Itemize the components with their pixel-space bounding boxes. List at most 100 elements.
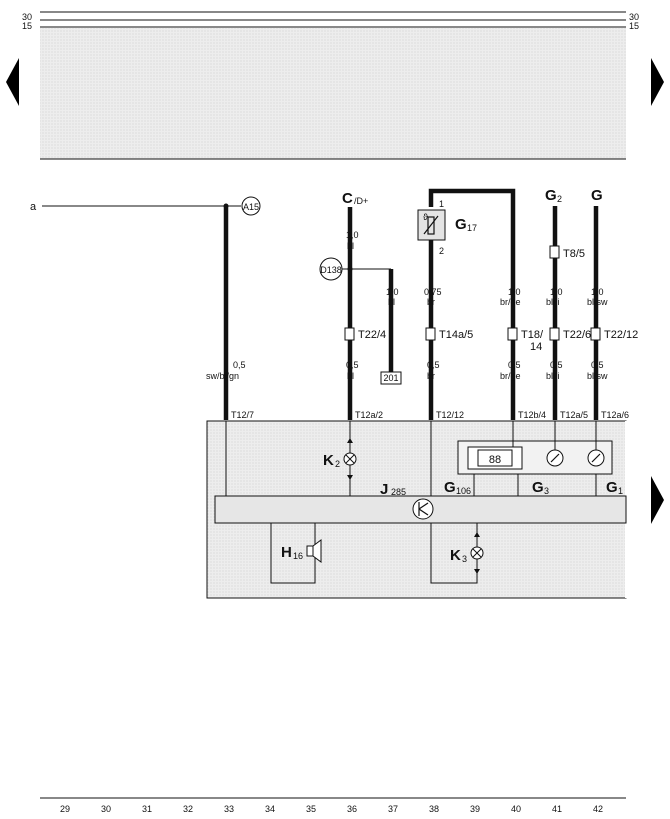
wire-40-lower-size: 0,5 [508,360,521,370]
column-number: 30 [101,804,111,814]
G17-theta: ϑ [423,212,428,222]
ground-ref-box [380,371,402,385]
connector-c38-icon [425,327,436,341]
wire-40-lower-color: br/ge [500,371,521,381]
column-number: 33 [224,804,234,814]
wire-36-upper-color: bl [347,241,354,251]
G1-needle [591,453,601,463]
K2-arrow-down-icon [347,475,353,480]
K3-label: K [450,547,461,564]
K3-arrow-up-icon [474,532,480,537]
connector-c36: T22/4 [358,329,386,341]
G17-sub: 17 [467,223,477,233]
wire-40-upper-color: br/ge [500,297,521,307]
G3-label: G [532,479,544,496]
wire-36-lower-size: 0,5 [346,360,359,370]
rail-label-30-left: 30 [22,12,32,22]
C-terminal-sub: /D+ [354,196,368,206]
connector-c38: T14a/5 [439,329,473,341]
transistor-emitter [418,508,429,516]
wire-33-color: sw/bl/gn [206,371,239,381]
continue-arrow-icon[interactable] [651,476,664,524]
wire-37-size: 1,0 [386,287,399,297]
power-rails: 30 15 30 15 [22,11,639,160]
wire-33-size: 0,5 [233,360,246,370]
G2-sub: 2 [557,194,562,204]
K2-lamp-cross-b [345,454,355,464]
wire-42-upper-color: bl/sw [587,297,608,307]
connector-c41-upper-icon [549,245,560,259]
column-number: 36 [347,804,357,814]
splice-D138-label: D138 [320,265,342,275]
pin-36: T12a/2 [355,410,383,420]
K2-arrow-up-icon [347,438,353,443]
connector-c41: T22/6 [563,329,591,341]
column-number: 39 [470,804,480,814]
G1-label: G [606,479,618,496]
connector-c41-upper: T8/5 [563,248,585,260]
K3-arrow-down-icon [474,569,480,574]
rail-label-15-left: 15 [22,21,32,31]
connector-c36-icon [344,327,355,341]
transistor-icon [412,498,434,520]
connector-c40-line1: T18/ [521,329,544,341]
point-a-label: a [30,201,37,213]
pin-41: T12a/5 [560,410,588,420]
pin-40: T12b/4 [518,410,546,420]
C-terminal-label: C [342,190,353,207]
G17-label: G [455,216,467,233]
connector-c40-line2: 14 [530,341,542,353]
G1-sub: 1 [618,486,623,496]
K2-sub: 2 [335,459,340,469]
wire-38-upper-color: br [427,297,435,307]
J285-label: J [380,481,388,498]
wire-42-lower-size: 0,5 [591,360,604,370]
rail-label-15-right: 15 [629,21,639,31]
G-label: G [591,187,603,204]
wire-col-41: G 2 T8/5 1,0 bl/li T22/6 0,5 bl/li T12a/… [545,187,591,420]
column-number: 35 [306,804,316,814]
wire-38-lower-color: br [427,371,435,381]
H16-horn-body [306,545,314,557]
G17-pin-1: 1 [439,199,444,209]
connector-c42-icon [590,327,601,341]
ground-ref-label: 201 [383,373,398,383]
wire-38-lower-size: 0,5 [427,360,440,370]
H16-label: H [281,544,292,561]
K3-sub: 3 [462,554,467,564]
wire-col-36: C /D+ 1,0 bl D138 T22/4 0,5 bl T12a/2 [319,190,391,420]
splice-A15-label: A15 [243,202,259,212]
wire-36-upper-size: 1,0 [346,230,359,240]
connector-c42: T22/12 [604,329,638,341]
pin-38: T12/12 [436,410,464,420]
wire-42-lower-color: bl/sw [587,371,608,381]
prev-page-arrow-icon[interactable] [6,58,19,106]
signal-a: a A15 [30,196,261,216]
wire-38-upper-size: 0,75 [424,287,442,297]
connector-c41-icon [549,327,560,341]
column-number: 37 [388,804,398,814]
display-digits: 88 [489,454,501,466]
thermistor-icon [427,216,435,235]
wire-col-40: 1,0 br/ge T18/ 14 0,5 br/ge T12b/4 [500,287,546,420]
transistor-collector [418,502,429,510]
wire-41-upper-size: 1,0 [550,287,563,297]
K3-lamp-cross-b [472,548,482,558]
wire-col-37: 1,0 bl 201 [380,269,402,385]
wire-41-lower-size: 0,5 [550,360,563,370]
column-number: 41 [552,804,562,814]
pin-42: T12a/6 [601,410,629,420]
rail-label-30-right: 30 [629,12,639,22]
J285-control-unit: K 2 J 285 88 G 106 G 3 G 1 H 16 [206,420,627,599]
wire-col-33: 0,5 sw/bl/gn T12/7 [206,206,254,420]
G106-label: G [444,479,456,496]
digital-display-icon [477,449,513,467]
H16-sub: 16 [293,551,303,561]
pin-33: T12/7 [231,410,254,420]
G2-label: G [545,187,557,204]
G3-sub: 3 [544,486,549,496]
next-page-arrow-icon[interactable] [651,58,664,106]
wire-37-color: bl [388,297,395,307]
